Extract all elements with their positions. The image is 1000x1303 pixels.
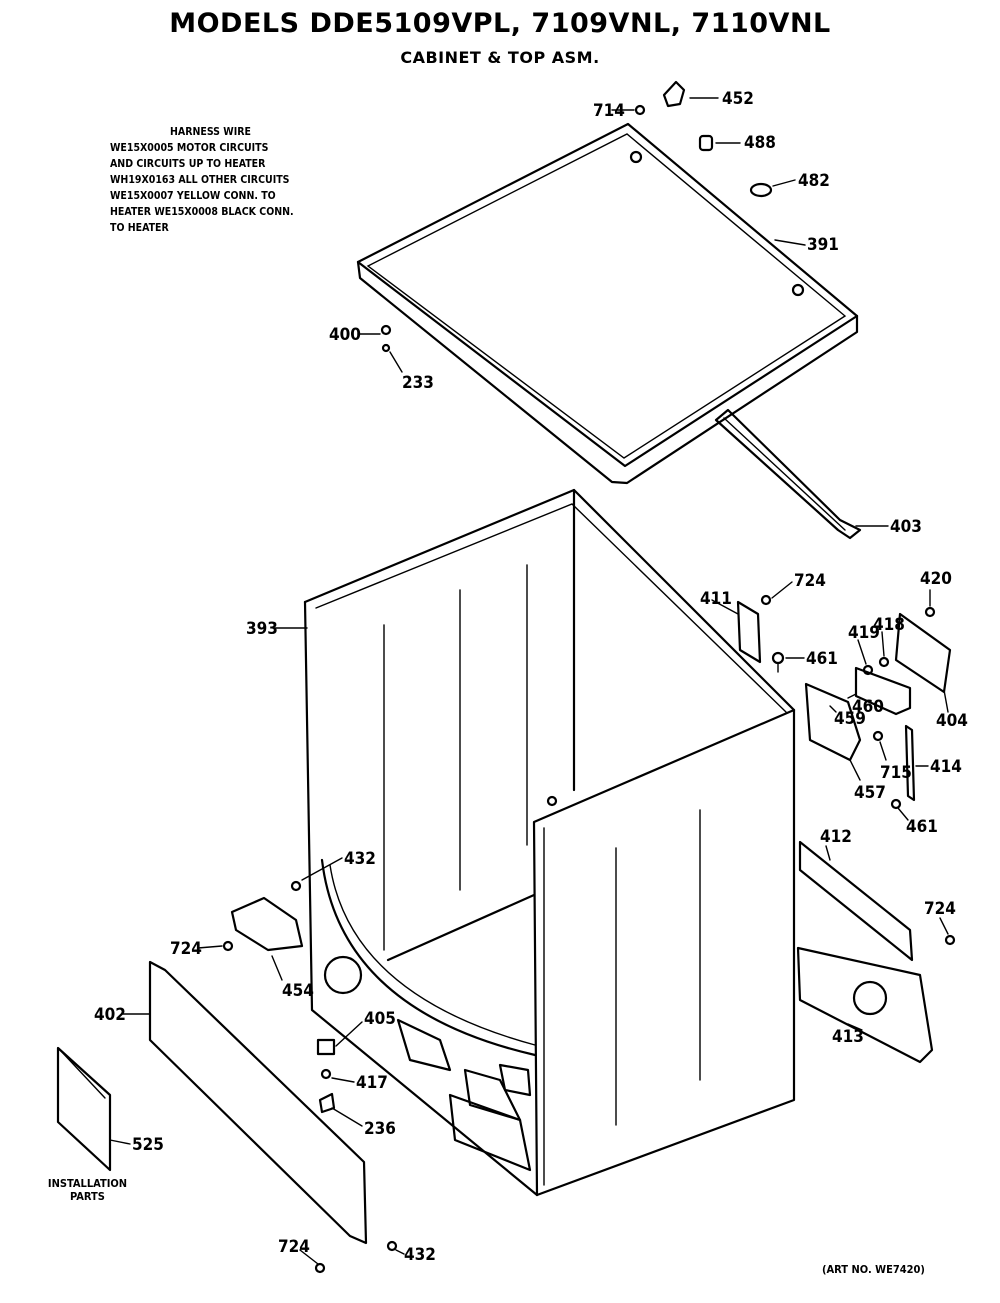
screw-461-upper-part xyxy=(771,651,785,673)
callout-715: 715 xyxy=(880,763,912,783)
strip-414-part xyxy=(904,724,916,802)
diagram-title: MODELS DDE5109VPL, 7109VNL, 7110VNL xyxy=(169,8,831,39)
harness-note-line: WE15X0007 YELLOW CONN. TO xyxy=(110,190,276,202)
callout-numbers: 714 452 488 482 391 400 233 403 393 411 … xyxy=(94,89,968,1265)
screw-724-left-part xyxy=(222,940,234,952)
screw-400-part xyxy=(380,324,392,353)
screw-724-bottom-part xyxy=(314,1262,326,1274)
diagram-subtitle: CABINET & TOP ASM. xyxy=(400,48,600,67)
switch-405-part xyxy=(316,1038,336,1056)
screw-417-part xyxy=(320,1068,332,1080)
callout-413: 413 xyxy=(832,1027,864,1047)
installation-label-line: PARTS xyxy=(70,1190,105,1203)
leader-lines xyxy=(109,97,949,1265)
callout-233: 233 xyxy=(402,373,434,393)
clip-432-bottom-part xyxy=(386,1240,398,1252)
clip-432-upper-part xyxy=(290,880,302,892)
callout-400: 400 xyxy=(329,325,361,345)
plate-411-part xyxy=(736,600,762,664)
callout-236: 236 xyxy=(364,1119,396,1139)
harness-note-line: WH19X0163 ALL OTHER CIRCUITS xyxy=(110,174,290,186)
callout-525: 525 xyxy=(132,1135,164,1155)
callout-432-bottom: 432 xyxy=(404,1245,436,1265)
cabinet xyxy=(303,488,796,1197)
callout-460: 460 xyxy=(852,697,884,717)
screw-420-part xyxy=(924,606,936,618)
panel-413-part xyxy=(796,946,934,1064)
callout-454: 454 xyxy=(282,981,314,1001)
callout-412: 412 xyxy=(820,827,852,847)
screw-461-lower-part xyxy=(890,798,902,810)
callout-457: 457 xyxy=(854,783,886,803)
bracket-454-part xyxy=(230,896,304,952)
clip-452-part xyxy=(662,80,686,108)
screw-715-part xyxy=(872,730,884,742)
callout-411: 411 xyxy=(700,589,732,609)
callout-461-upper: 461 xyxy=(806,649,838,669)
installation-parts-label: INSTALLATION PARTS xyxy=(30,1177,145,1203)
callout-724-upper: 724 xyxy=(794,571,826,591)
callout-418: 418 xyxy=(873,615,905,635)
kick-panel-402-part xyxy=(148,960,368,1245)
callout-482: 482 xyxy=(798,171,830,191)
envelope-525-part xyxy=(56,1046,112,1172)
callout-488: 488 xyxy=(744,133,776,153)
harness-note-line: HEATER WE15X0008 BLACK CONN. xyxy=(110,206,294,218)
terminal-block-460-part xyxy=(854,666,912,716)
bumper-488-part xyxy=(698,134,714,152)
callout-419: 419 xyxy=(848,623,880,643)
callout-405: 405 xyxy=(364,1009,396,1029)
rail-403-part xyxy=(714,408,862,540)
strip-412-part xyxy=(798,840,914,962)
callout-432-upper: 432 xyxy=(344,849,376,869)
harness-note-heading: HARNESS WIRE xyxy=(170,126,251,138)
screw-724-right-part xyxy=(944,934,956,946)
screw-714-part xyxy=(611,104,646,116)
switch-236-part xyxy=(318,1092,336,1114)
callout-452: 452 xyxy=(722,89,754,109)
plug-482-part xyxy=(749,182,773,198)
bracket-457-part xyxy=(804,682,862,762)
harness-wire-note: HARNESS WIRE WE15X0005 MOTOR CIRCUITS AN… xyxy=(110,124,360,236)
callout-724-right: 724 xyxy=(924,899,956,919)
harness-note-line: TO HEATER xyxy=(110,222,169,234)
callout-403: 403 xyxy=(890,517,922,537)
callout-393: 393 xyxy=(246,619,278,639)
top-panel xyxy=(356,122,859,485)
callout-459: 459 xyxy=(834,709,866,729)
callout-414: 414 xyxy=(930,757,962,777)
callout-402: 402 xyxy=(94,1005,126,1025)
screw-724-upper-part xyxy=(760,594,772,606)
harness-note-line: AND CIRCUITS UP TO HEATER xyxy=(110,158,266,170)
callout-724-bottom: 724 xyxy=(278,1237,310,1257)
callout-417: 417 xyxy=(356,1073,388,1093)
callout-724-left: 724 xyxy=(170,939,202,959)
installation-label-line: INSTALLATION xyxy=(47,1177,128,1190)
art-number: (ART NO. WE7420) xyxy=(822,1263,925,1276)
callout-404: 404 xyxy=(936,711,968,731)
callout-714: 714 xyxy=(593,101,625,121)
callout-391: 391 xyxy=(807,235,839,255)
callout-420: 420 xyxy=(920,569,952,589)
harness-note-line: WE15X0005 MOTOR CIRCUITS xyxy=(110,142,269,154)
callout-461-lower: 461 xyxy=(906,817,938,837)
screws-418-419-part xyxy=(862,656,890,676)
